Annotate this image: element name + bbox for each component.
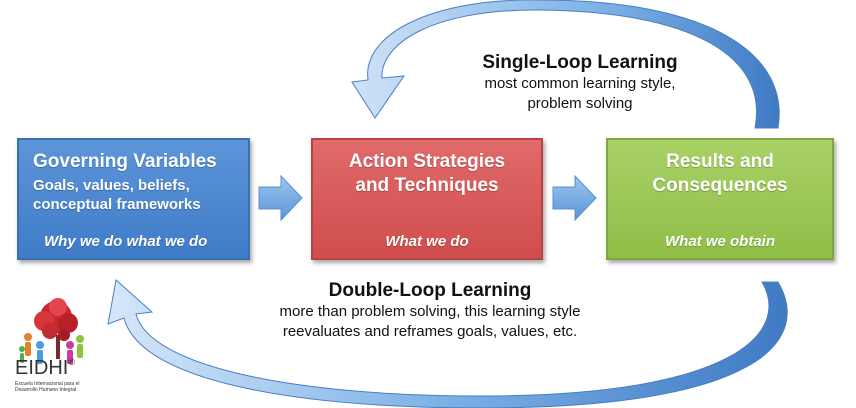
logo-caption-line: Desarrollo Humano Integral (15, 387, 77, 393)
governing-variables-description: Goals, values, beliefs, conceptual frame… (33, 176, 201, 214)
results-consequences-title-line: Consequences (652, 175, 788, 196)
logo-registered-mark: ® (68, 357, 75, 367)
people-figures-icon (19, 333, 84, 364)
action-strategies-title-line: and Techniques (355, 175, 499, 196)
action-strategies-box: Action Strategies and Techniques What we… (311, 138, 543, 260)
governing-variables-line: conceptual frameworks (33, 196, 201, 213)
single-loop-title: Single-Loop Learning (482, 52, 678, 73)
single-loop-description: most common learning style, problem solv… (440, 74, 720, 114)
arrow-action-to-results (552, 174, 597, 222)
tree-icon (34, 298, 78, 359)
single-loop-line: problem solving (527, 95, 633, 112)
single-loop-arrow (351, 0, 780, 129)
logo-caption-line: Escuela Internacional para el (15, 381, 80, 387)
logo-wordmark: EIDHI® (15, 357, 75, 380)
governing-variables-footer: Why we do what we do (44, 233, 208, 250)
results-consequences-title-line: Results and (666, 151, 774, 172)
action-strategies-footer: What we do (385, 233, 469, 250)
logo-caption: Escuela Internacional para el Desarrollo… (15, 381, 95, 393)
double-loop-line: reevaluates and reframes goals, values, … (282, 323, 578, 340)
double-loop-description: more than problem solving, this learning… (230, 302, 630, 342)
single-loop-label: Single-Loop Learning most common learnin… (440, 52, 720, 114)
arrow-governing-to-action (258, 174, 303, 222)
results-consequences-box: Results and Consequences What we obtain (606, 138, 834, 260)
action-strategies-title: Action Strategies and Techniques (313, 150, 541, 198)
double-loop-line: more than problem solving, this learning… (279, 303, 581, 320)
governing-variables-box: Governing Variables Goals, values, belie… (17, 138, 250, 260)
results-consequences-footer: What we obtain (665, 233, 775, 250)
single-loop-line: most common learning style, (484, 75, 676, 92)
double-loop-arrow (107, 279, 788, 408)
governing-variables-line: Goals, values, beliefs, (33, 177, 190, 194)
double-loop-title: Double-Loop Learning (328, 280, 532, 301)
logo-name: EIDHI (15, 357, 69, 379)
results-consequences-title: Results and Consequences (608, 150, 832, 198)
governing-variables-title: Governing Variables (33, 151, 217, 172)
eidhi-logo (19, 298, 84, 364)
action-strategies-title-line: Action Strategies (348, 151, 506, 172)
double-loop-label: Double-Loop Learning more than problem s… (230, 280, 630, 342)
